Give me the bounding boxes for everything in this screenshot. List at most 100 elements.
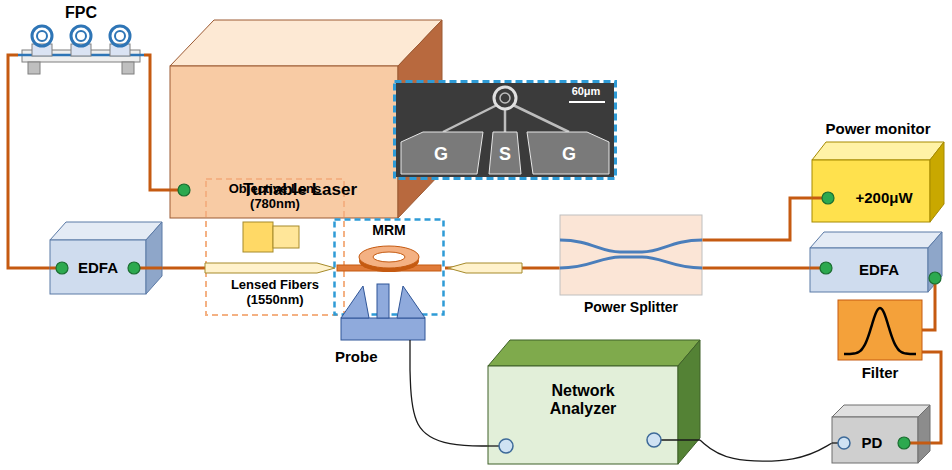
lensed-fiber: [448, 263, 522, 273]
ring-image: [500, 93, 510, 103]
fiber-link: [702, 198, 812, 240]
edfa-top: [810, 232, 942, 248]
monitor-box: [812, 142, 944, 222]
dashed-region: [206, 179, 344, 315]
edfa-top: [50, 222, 162, 240]
gsg-pad: [527, 132, 609, 174]
device-label: Power Splitter: [560, 299, 702, 315]
objective-lens: [243, 222, 273, 252]
coupler-waveguide: [560, 257, 702, 268]
optics-label: Lensed Fibers (1550nm): [215, 278, 335, 308]
device-label: MRM: [333, 222, 445, 238]
fiber-link: [702, 267, 810, 270]
power-splitter: Power Splitter: [560, 215, 702, 319]
pad-lead: [513, 105, 569, 132]
sem-image: [396, 83, 614, 177]
pd-top: [832, 405, 930, 417]
device-label: EDFA: [844, 261, 914, 278]
gsg-pad: [401, 132, 483, 174]
rf-port: [647, 433, 661, 447]
fpc-foot: [28, 62, 40, 74]
device-label: Probe: [335, 348, 391, 365]
splitter-box: [560, 215, 702, 295]
power-monitor: Power monitor +200μW: [812, 120, 944, 222]
fpc-loop: [110, 26, 130, 46]
edge-group: [8, 55, 941, 461]
scale-bar: [569, 101, 605, 103]
fpc-foot: [122, 62, 134, 74]
device-label: Network Analyzer: [518, 382, 648, 419]
network-analyzer: Network Analyzer: [488, 340, 700, 464]
cable-stub: [409, 340, 410, 370]
fpc-loop: [76, 31, 86, 41]
optics-label: Objective Lens (780nm): [215, 182, 335, 212]
optics-region: Objective Lens (780nm) Lensed Fibers (155…: [205, 178, 345, 316]
polarization-controller: FPC: [18, 4, 144, 82]
rf-port: [838, 437, 850, 449]
edfa-amplifier: EDFA: [810, 232, 942, 292]
ring-hole: [373, 252, 405, 262]
photodetector: PD: [832, 405, 930, 463]
connector-dot: [178, 184, 190, 196]
filter-curve: [844, 308, 916, 354]
connector-dot: [822, 192, 834, 204]
power-reading: +200μW: [842, 189, 926, 206]
edfa-front: [50, 240, 146, 294]
filter-box: [838, 300, 922, 360]
objective-lens: [273, 226, 299, 248]
fpc-loop: [115, 31, 125, 41]
edfa-amplifier-shape: [50, 222, 162, 294]
rf-port: [499, 439, 513, 453]
probe-tip: [377, 284, 389, 318]
monitor-side: [930, 142, 944, 222]
rf-probe: Probe: [335, 282, 430, 370]
analyzer-side: [678, 340, 700, 464]
pad-lead: [443, 105, 497, 132]
edfa-side: [146, 222, 162, 294]
pad-label: G: [416, 144, 466, 165]
connector-dot: [56, 262, 68, 274]
connector-dot: [929, 272, 941, 284]
fpc-loop: [37, 31, 47, 41]
connector-dot: [820, 262, 832, 274]
device-label: FPC: [18, 4, 144, 22]
probe-tip: [397, 286, 425, 318]
pad-lead: [504, 109, 507, 132]
device-label: PD: [852, 434, 892, 451]
fiber-link: [144, 55, 170, 190]
pad-label: G: [543, 144, 595, 165]
fpc-loop: [32, 26, 52, 46]
device-label: EDFA: [68, 259, 128, 276]
pd-side: [918, 405, 930, 463]
optical-filter: Filter: [838, 300, 922, 386]
pad-label: S: [485, 144, 525, 165]
analyzer-front: [488, 366, 678, 464]
edfa-side: [928, 232, 942, 292]
connector-dot: [128, 262, 140, 274]
monitor-front: [812, 160, 930, 222]
probe-tip: [341, 286, 369, 318]
rf-cable: [410, 370, 488, 446]
connector-dot: [898, 437, 910, 449]
laser-top: [170, 20, 442, 66]
device-label: Filter: [838, 364, 922, 381]
laser-front: [170, 66, 398, 218]
edfa-amplifier: EDFA: [50, 222, 162, 294]
pd-front: [832, 417, 918, 463]
analyzer-top: [488, 340, 700, 366]
fiber-link: [8, 55, 50, 268]
ring-image: [494, 87, 516, 109]
rf-cable: [700, 440, 832, 461]
fiber-link: [922, 292, 935, 330]
lensed-fiber: [205, 263, 335, 273]
sem-inset: 60μmGSG: [393, 80, 617, 180]
dashed-region: [395, 82, 616, 179]
scale-label: 60μm: [561, 85, 611, 98]
probe-body: [341, 318, 425, 340]
fiber-link: [162, 267, 205, 270]
edfa-front: [810, 248, 928, 292]
coupler-waveguide: [560, 240, 702, 252]
device-label: Power monitor: [812, 120, 944, 137]
